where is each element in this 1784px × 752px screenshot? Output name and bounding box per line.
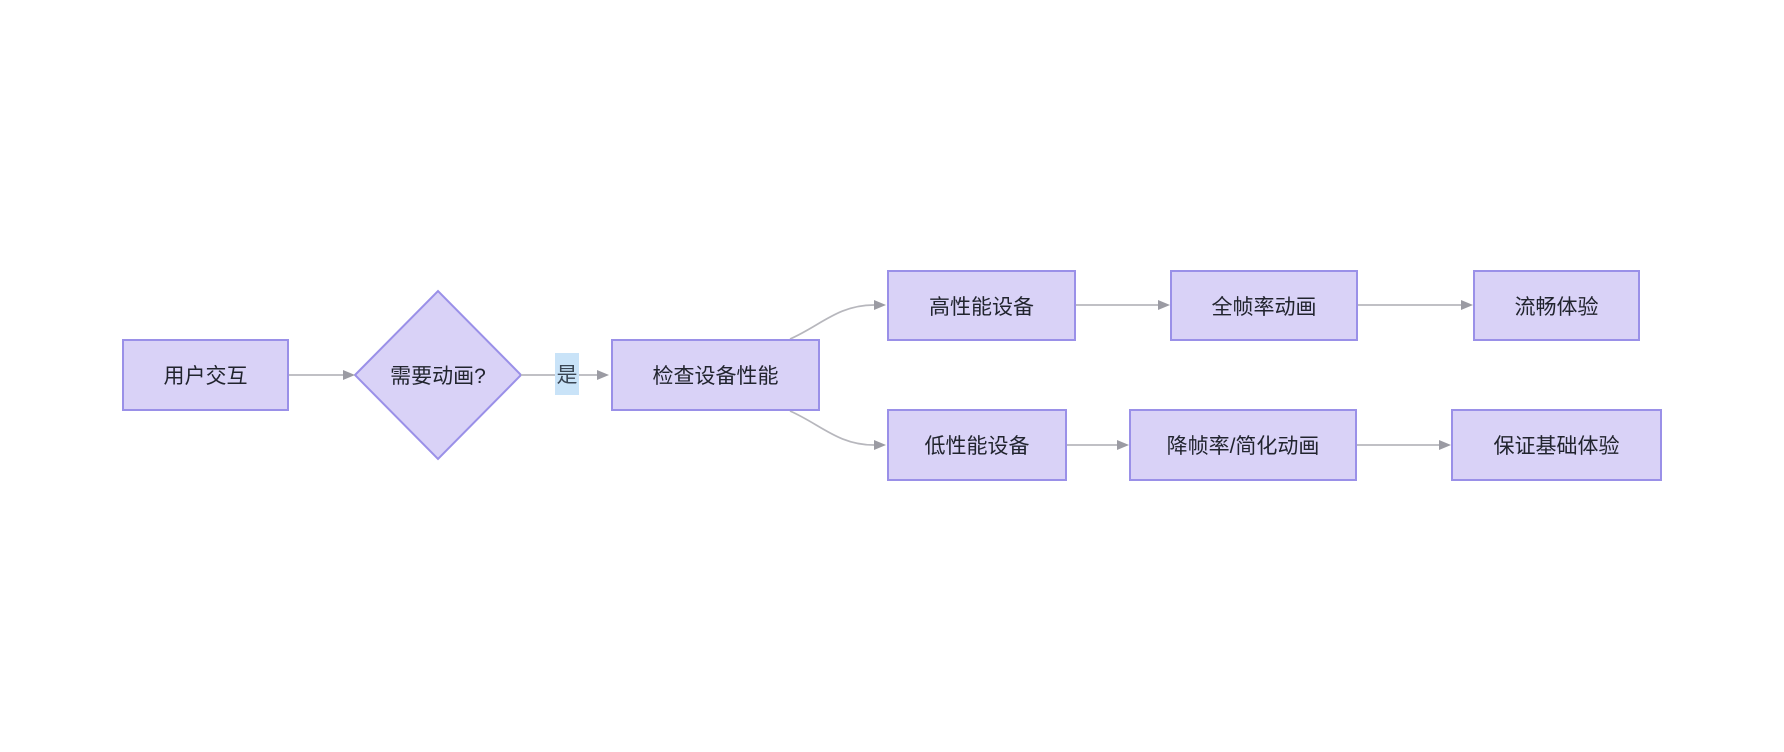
node-label: 保证基础体验 xyxy=(1493,435,1620,458)
arrowhead-check-performance-to-high-performance xyxy=(874,300,886,310)
node-label: 用户交互 xyxy=(163,365,248,388)
arrowhead-high-performance-to-full-framerate xyxy=(1158,300,1170,310)
node-ensure-basic-experience: 保证基础体验 xyxy=(1451,409,1662,481)
arrowhead-decision-to-check-performance xyxy=(597,370,609,380)
node-label: 流畅体验 xyxy=(1514,295,1599,319)
node-label: 降帧率/简化动画 xyxy=(1166,435,1320,458)
edge-label-yes: 是 xyxy=(555,353,579,395)
node-low-performance-device: 低性能设备 xyxy=(887,409,1067,481)
node-user-interaction: 用户交互 xyxy=(122,339,289,411)
node-smooth-experience: 流畅体验 xyxy=(1473,270,1640,341)
node-need-animation-decision: 需要动画? xyxy=(390,365,486,388)
node-full-framerate-animation: 全帧率动画 xyxy=(1170,270,1358,341)
edge-check-performance-to-high-performance xyxy=(789,304,875,340)
arrowhead-low-performance-to-reduced-framerate xyxy=(1117,440,1129,450)
node-label: 高性能设备 xyxy=(929,295,1034,319)
node-high-performance-device: 高性能设备 xyxy=(887,270,1076,341)
node-label: 低性能设备 xyxy=(924,435,1030,458)
arrowhead-check-performance-to-low-performance xyxy=(874,440,886,450)
arrowhead-reduced-framerate-to-basic-experience xyxy=(1439,440,1451,450)
node-label: 全帧率动画 xyxy=(1211,295,1317,319)
edge-check-performance-to-low-performance xyxy=(789,410,875,446)
arrowhead-full-framerate-to-smooth-experience xyxy=(1461,300,1473,310)
arrowhead-user-interaction-to-decision xyxy=(343,370,355,380)
node-reduced-framerate-simplified-animation: 降帧率/简化动画 xyxy=(1129,409,1357,481)
node-label: 检查设备性能 xyxy=(652,365,779,388)
node-check-device-performance: 检查设备性能 xyxy=(611,339,820,411)
